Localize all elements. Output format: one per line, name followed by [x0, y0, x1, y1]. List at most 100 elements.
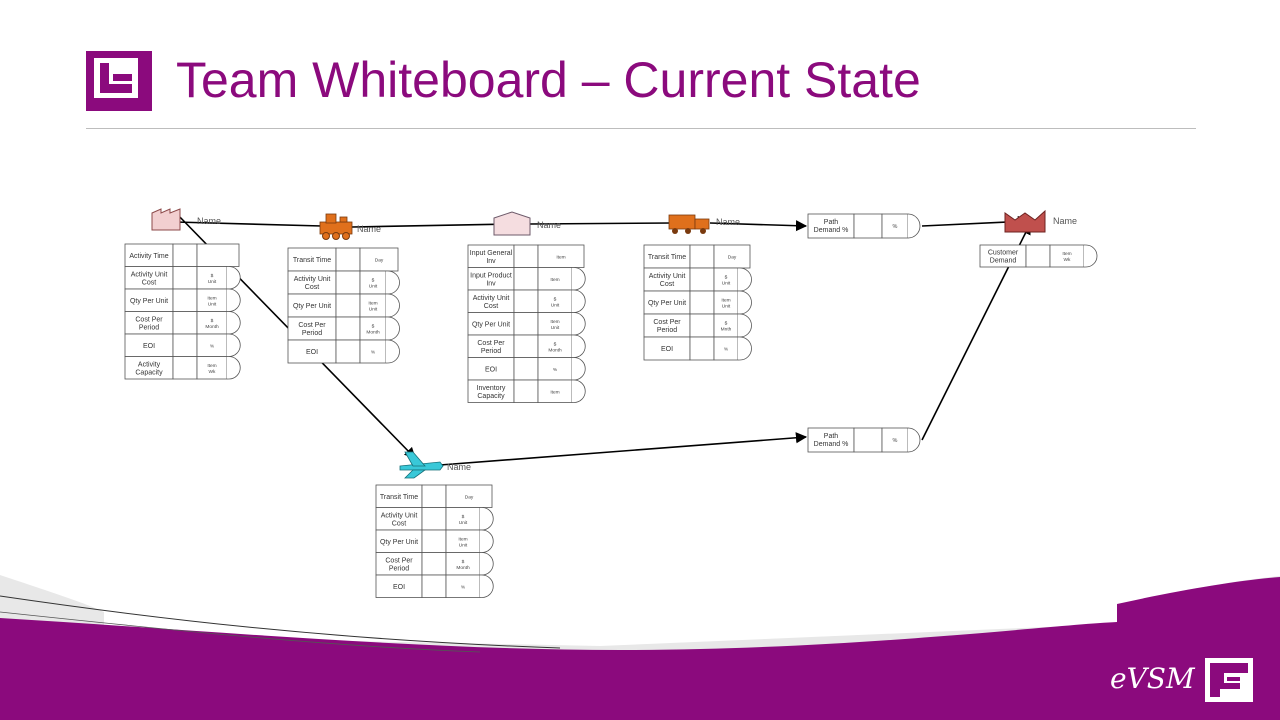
path-demand-label: Path — [824, 219, 839, 226]
customer-name: Name — [1053, 216, 1077, 226]
row-unit: Unit — [722, 304, 731, 310]
path-demand-label: Demand % — [814, 441, 849, 448]
row-output-tab — [227, 311, 241, 335]
row-label: Capacity — [477, 393, 505, 400]
row-label: Cost Per — [135, 316, 163, 323]
row-output-tab — [227, 266, 241, 290]
warehouse-icon — [493, 211, 531, 236]
path-demand-unit: % — [893, 224, 898, 230]
row-output-tab — [227, 288, 241, 312]
row-label: Qty Per Unit — [648, 300, 686, 307]
row-value-cell — [421, 529, 447, 553]
row-value-cell — [335, 247, 361, 272]
row-unit: Month — [205, 324, 219, 330]
row-value-cell — [172, 311, 198, 335]
row-output-tab — [480, 507, 494, 531]
row-output-tab — [738, 290, 752, 315]
row-value-cell — [421, 574, 447, 598]
row-label: EOI — [485, 366, 497, 373]
row-label: Period — [481, 348, 501, 355]
row-unit: Item — [721, 298, 730, 304]
row-output-tab — [572, 357, 586, 381]
row-label: Customer — [988, 250, 1019, 257]
table-row: EOI% — [643, 336, 752, 361]
row-unit: $ — [554, 341, 557, 347]
connector-supplier-rail — [174, 221, 323, 227]
row-value-cell — [335, 270, 361, 295]
row-label: Cost — [392, 520, 406, 527]
row-unit: Day — [465, 494, 474, 500]
row-value-cell — [689, 336, 715, 361]
row-label: Cost — [660, 281, 674, 288]
path-demand-unit: % — [893, 438, 898, 444]
row-unit: $ — [211, 273, 214, 279]
row-value-cell — [513, 379, 539, 403]
row-label: Input Product — [470, 272, 512, 279]
row-label: Qty Per Unit — [472, 321, 510, 328]
row-value-cell — [513, 357, 539, 381]
row-output-tab — [480, 552, 494, 576]
row-label: Activity — [138, 361, 161, 368]
row-label: Qty Per Unit — [130, 298, 168, 305]
path-demand-label: Path — [824, 433, 839, 440]
row-unit: Unit — [459, 542, 468, 548]
row-value-cell — [689, 267, 715, 292]
row-value-cell — [689, 313, 715, 338]
row-label: Activity Time — [129, 253, 168, 260]
row-value-cell — [172, 333, 198, 357]
plane-icon — [399, 451, 444, 479]
row-label: Cost Per — [653, 319, 681, 326]
row-label: Cost — [484, 303, 498, 310]
table-row: EOI% — [467, 357, 586, 381]
warehouse-name: Name — [537, 220, 561, 230]
row-output-tab — [227, 333, 241, 357]
row-unit: Wk — [209, 369, 217, 375]
row-label: Cost Per — [298, 322, 326, 329]
row-unit: Day — [728, 255, 737, 261]
row-value-cell — [421, 484, 447, 508]
row-value-cell — [335, 293, 361, 318]
row-label: Inventory — [477, 385, 506, 392]
factory-icon — [151, 208, 181, 231]
row-value-cell — [513, 244, 539, 268]
row-label: Qty Per Unit — [293, 303, 331, 310]
row-value-cell — [689, 244, 715, 269]
row-label: Cost — [305, 284, 319, 291]
row-output-tab — [386, 339, 400, 364]
row-label: Inv — [486, 258, 496, 265]
row-value-cell — [172, 243, 198, 267]
row-output-tab — [572, 312, 586, 336]
row-label: Input General — [470, 250, 513, 257]
table-row: Activity Time — [124, 243, 240, 267]
row-output-tab — [386, 270, 400, 295]
row-unit: Unit — [551, 325, 560, 331]
row-unit-cell — [196, 243, 240, 267]
air-name: Name — [447, 462, 471, 472]
row-value-cell — [689, 290, 715, 315]
row-value-cell — [172, 288, 198, 312]
row-output-tab — [738, 267, 752, 292]
row-output-tab — [738, 313, 752, 338]
row-output-tab — [480, 574, 494, 598]
row-label: Activity Unit — [131, 271, 168, 278]
row-label: Transit Time — [648, 254, 686, 261]
row-output-tab — [572, 334, 586, 358]
row-output-tab — [227, 356, 241, 380]
row-unit: % — [371, 350, 376, 356]
page-title: Team Whiteboard – Current State — [176, 52, 921, 108]
row-unit: Item — [207, 363, 216, 369]
row-unit: % — [724, 347, 729, 353]
row-label: Activity Unit — [381, 512, 418, 519]
title-divider — [86, 128, 1196, 129]
